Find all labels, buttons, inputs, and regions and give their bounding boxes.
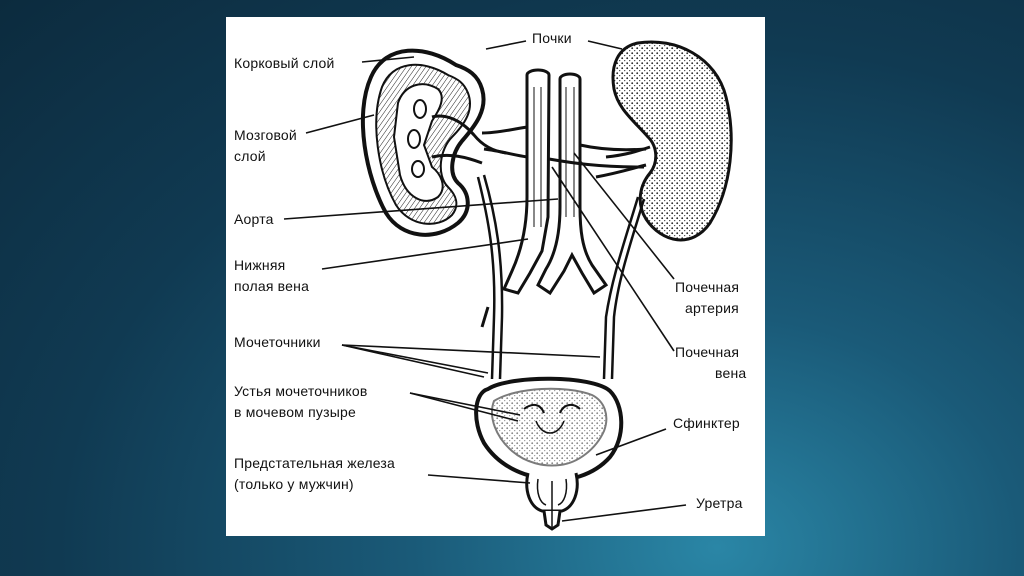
bladder: [474, 376, 624, 482]
leader-lines: [283, 40, 687, 522]
label-orifices-line2: в мочевом пузыре: [234, 404, 356, 420]
label-prostate-line1: Предстательная железа: [234, 455, 395, 471]
label-medulla-line1: Мозговой: [234, 127, 297, 143]
label-aorta: Аорта: [234, 211, 274, 227]
label-ivc-line1: Нижняя: [234, 257, 286, 273]
ureters-tubes: [476, 174, 646, 380]
diagram-panel: Почки Корковый слой Мозговой слой Аорта …: [226, 17, 765, 536]
label-prostate-line2: (только у мужчин): [234, 476, 354, 492]
label-renal-artery-line2: артерия: [685, 300, 739, 316]
aorta-vessel: [536, 72, 609, 296]
label-sphincter: Сфинктер: [673, 415, 740, 431]
label-kidneys: Почки: [532, 30, 572, 46]
label-renal-vein-line1: Почечная: [675, 344, 740, 360]
urinary-system-illustration: [283, 40, 733, 531]
right-kidney: [595, 40, 733, 242]
label-ureters: Мочеточники: [234, 334, 321, 350]
vena-cava-vessel: [501, 68, 551, 295]
label-ivc-line2: полая вена: [234, 278, 310, 294]
prostate-urethra: [525, 472, 579, 531]
label-urethra: Уретра: [696, 495, 743, 511]
label-medulla-line2: слой: [234, 148, 266, 164]
renal-vessels: [481, 125, 647, 169]
left-kidney: [360, 48, 507, 237]
label-renal-artery-line1: Почечная: [675, 279, 740, 295]
label-cortex: Корковый слой: [234, 55, 335, 71]
label-renal-vein-line2: вена: [715, 365, 747, 381]
label-orifices-line1: Устья мочеточников: [234, 383, 368, 399]
